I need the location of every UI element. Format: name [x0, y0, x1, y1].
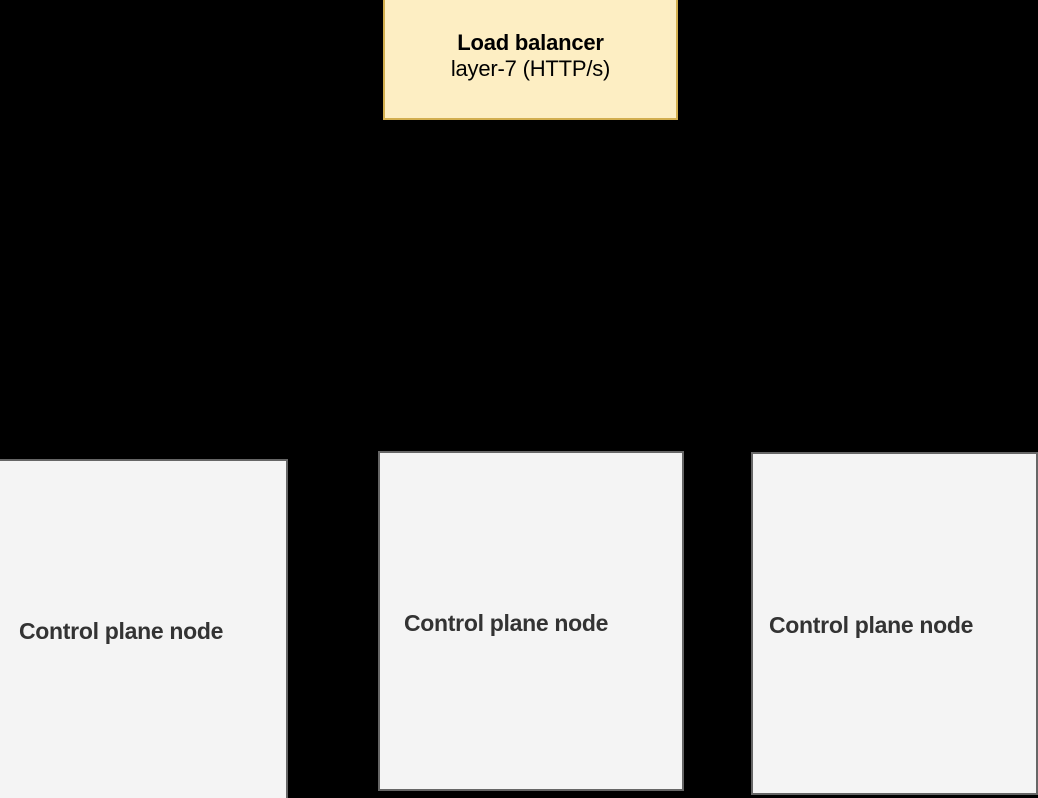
control-plane-node-1[interactable]: Control plane node [0, 459, 288, 798]
control-plane-node-2[interactable]: Control plane node [378, 451, 684, 791]
load-balancer-node[interactable]: Load balancer layer-7 (HTTP/s) [383, 0, 678, 120]
control-plane-node-3[interactable]: Control plane node [751, 452, 1038, 795]
control-plane-node-3-label: Control plane node [769, 612, 974, 638]
control-plane-node-1-label: Control plane node [19, 618, 224, 644]
load-balancer-title: Load balancer [457, 30, 604, 56]
control-plane-node-2-label: Control plane node [404, 610, 609, 636]
load-balancer-subtitle: layer-7 (HTTP/s) [450, 56, 611, 81]
